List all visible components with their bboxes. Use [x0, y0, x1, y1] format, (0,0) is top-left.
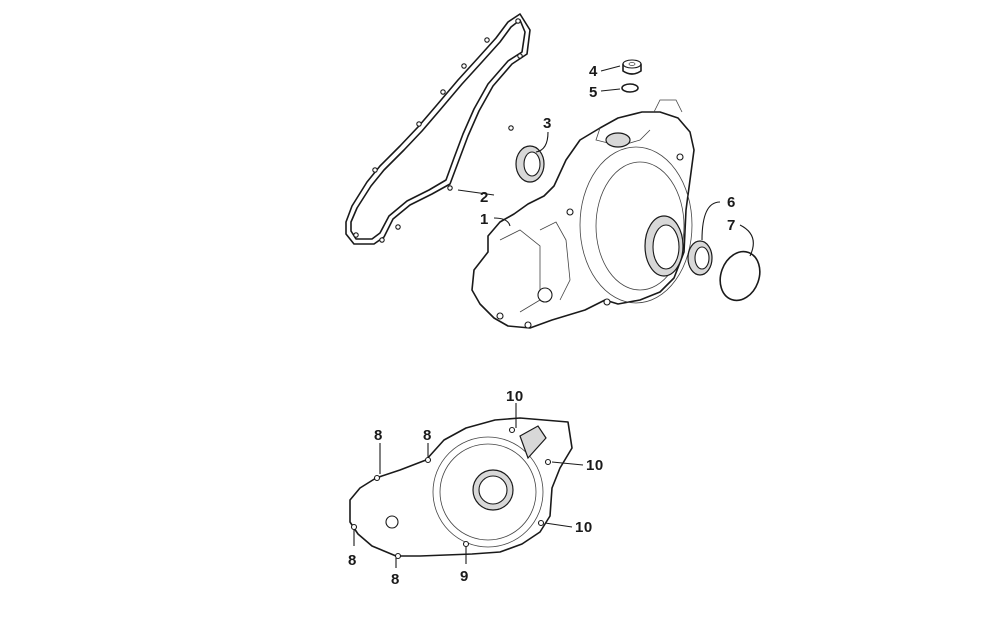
cover-assembly-view — [349, 417, 573, 560]
callout-8-top-left: 8 — [374, 427, 383, 444]
callout-6: 6 — [727, 194, 736, 211]
callout-2: 2 — [480, 189, 489, 206]
callout-1: 1 — [480, 211, 489, 228]
callout-10-right: 10 — [586, 457, 604, 474]
callout-10-top: 10 — [506, 388, 524, 405]
callout-10-bottom-right: 10 — [575, 519, 593, 536]
callout-8-top: 8 — [423, 427, 432, 444]
leader-lines — [353, 65, 754, 568]
callout-8-bottom: 8 — [391, 571, 400, 588]
callout-8-left: 8 — [348, 552, 357, 569]
callout-5: 5 — [589, 84, 598, 101]
o-ring — [621, 83, 639, 93]
oil-seal-right — [687, 240, 713, 276]
callout-9: 9 — [460, 568, 469, 585]
callout-4: 4 — [589, 63, 598, 80]
oil-seal-left — [515, 145, 545, 183]
gasket — [345, 13, 531, 245]
drain-plug — [622, 59, 642, 75]
callout-3: 3 — [543, 115, 552, 132]
case-cover — [471, 99, 695, 329]
cover-cap — [719, 250, 761, 302]
callout-7: 7 — [727, 217, 736, 234]
